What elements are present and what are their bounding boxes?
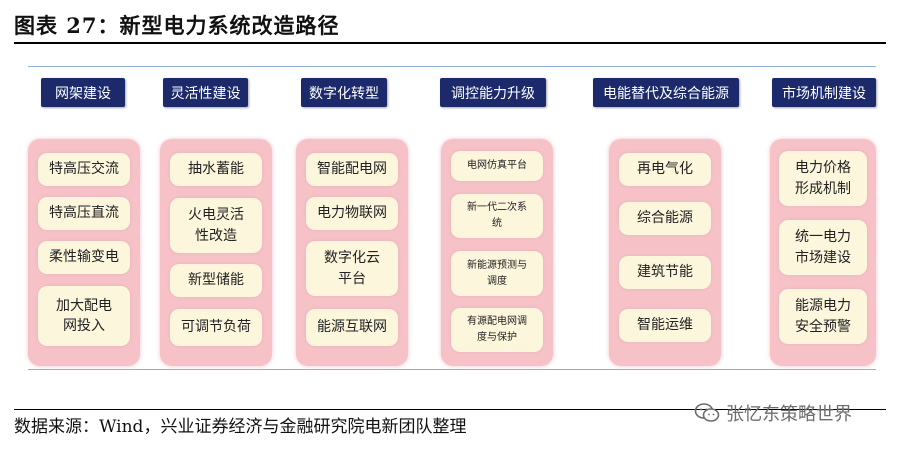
list-item: 柔性输变电 bbox=[38, 241, 130, 274]
column-header: 网架建设 bbox=[41, 78, 125, 107]
item-group: 电网仿真平台 新一代二次系统 新能源预测与调度 有源配电网调度与保护 bbox=[441, 139, 553, 366]
list-item: 有源配电网调度与保护 bbox=[451, 308, 543, 352]
list-item: 火电灵活性改造 bbox=[170, 198, 262, 253]
list-item: 数字化云平台 bbox=[306, 241, 398, 296]
list-item: 新一代二次系统 bbox=[451, 194, 543, 238]
watermark-text: 张忆东策略世界 bbox=[726, 404, 852, 425]
item-group: 再电气化 综合能源 建筑节能 智能运维 bbox=[609, 139, 721, 366]
item-group: 抽水蓄能 火电灵活性改造 新型储能 可调节负荷 bbox=[160, 139, 272, 366]
panel-top-line bbox=[28, 66, 876, 67]
list-item: 可调节负荷 bbox=[170, 309, 262, 346]
column-header: 灵活性建设 bbox=[163, 78, 248, 107]
list-item: 电力价格形成机制 bbox=[779, 151, 867, 206]
list-item: 智能运维 bbox=[619, 309, 711, 342]
list-item: 电力物联网 bbox=[306, 197, 398, 230]
list-item: 智能配电网 bbox=[306, 153, 398, 186]
wechat-icon bbox=[694, 403, 720, 422]
title-divider bbox=[14, 42, 886, 44]
list-item: 电网仿真平台 bbox=[451, 151, 543, 181]
diagram-panel: 网架建设 特高压交流 特高压直流 柔性输变电 加大配电网投入 灵活性建设 抽水蓄… bbox=[28, 66, 876, 370]
list-item: 建筑节能 bbox=[619, 256, 711, 289]
list-item: 特高压直流 bbox=[38, 197, 130, 230]
list-item: 统一电力市场建设 bbox=[779, 220, 867, 275]
source-divider bbox=[14, 409, 886, 410]
figure-title: 图表 27：新型电力系统改造路径 bbox=[14, 13, 340, 38]
column-header: 数字化转型 bbox=[301, 78, 387, 107]
panel-bottom-line bbox=[28, 369, 876, 370]
source-note: 数据来源：Wind，兴业证券经济与金融研究院电新团队整理 bbox=[14, 417, 467, 437]
list-item: 特高压交流 bbox=[38, 153, 130, 186]
list-item: 再电气化 bbox=[619, 153, 711, 186]
item-group: 智能配电网 电力物联网 数字化云平台 能源互联网 bbox=[296, 139, 408, 366]
list-item: 抽水蓄能 bbox=[170, 153, 262, 186]
list-item: 综合能源 bbox=[619, 202, 711, 235]
item-group: 电力价格形成机制 统一电力市场建设 能源电力安全预警 bbox=[770, 139, 876, 366]
list-item: 能源电力安全预警 bbox=[779, 289, 867, 344]
item-group: 特高压交流 特高压直流 柔性输变电 加大配电网投入 bbox=[28, 139, 140, 366]
column-header: 市场机制建设 bbox=[772, 78, 876, 107]
column-header: 调控能力升级 bbox=[440, 78, 546, 107]
list-item: 能源互联网 bbox=[306, 309, 398, 346]
list-item: 加大配电网投入 bbox=[38, 286, 130, 346]
watermark: 张忆东策略世界 bbox=[694, 400, 852, 426]
column-header: 电能替代及综合能源 bbox=[593, 78, 739, 107]
list-item: 新能源预测与调度 bbox=[451, 251, 543, 296]
list-item: 新型储能 bbox=[170, 264, 262, 297]
